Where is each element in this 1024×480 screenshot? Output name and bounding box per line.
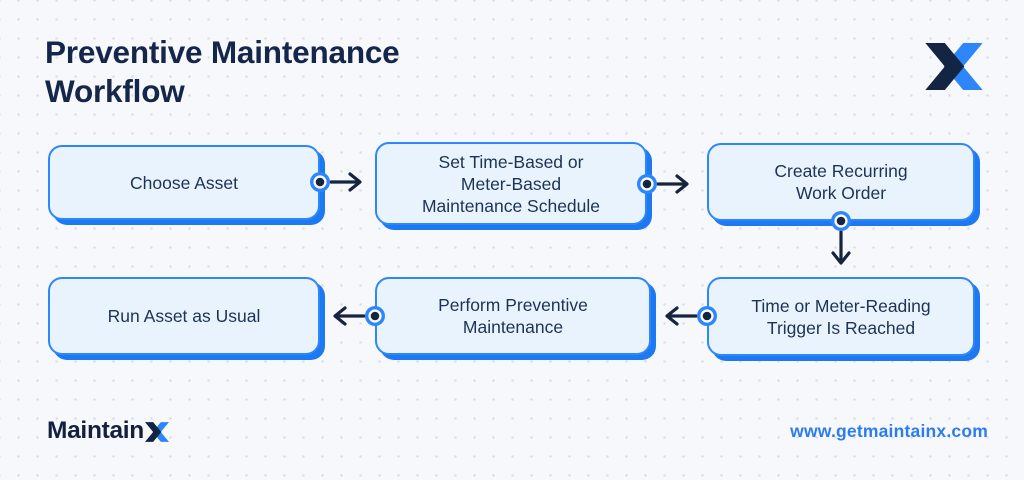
flow-node-run-asset-as-usual: Run Asset as Usual (48, 277, 320, 355)
node-label-line: Create Recurring (774, 161, 908, 181)
node-label-line: Set Time-Based or (438, 151, 584, 172)
flow-node-choose-asset: Choose Asset (48, 145, 320, 220)
flow-node-perform-maintenance: Perform Preventive Maintenance (375, 277, 651, 355)
node-label-line: Work Order (795, 183, 887, 203)
flow-node-set-schedule: Set Time-Based or Meter-Based Maintenanc… (375, 142, 647, 225)
node-label-line: Maintenance Schedule (421, 195, 601, 216)
maintainx-x-glyph-icon (144, 422, 169, 442)
node-label-line: Run Asset as Usual (107, 306, 261, 326)
flow-node-trigger-reached: Time or Meter-Reading Trigger Is Reached (707, 277, 975, 356)
maintainx-wordmark: Maintain (47, 417, 169, 445)
node-label-line: Perform Preventive (438, 295, 588, 315)
page-title: Preventive Maintenance Workflow (45, 34, 400, 109)
flow-node-create-work-order: Create Recurring Work Order (707, 143, 975, 221)
wordmark-text: Maintain (47, 417, 144, 444)
node-label-line: Maintenance (462, 317, 564, 337)
node-label-line: Time or Meter-Reading (751, 295, 931, 316)
node-label-line: Meter-Based (460, 173, 562, 194)
website-url-link[interactable]: www.getmaintainx.com (790, 421, 988, 441)
node-label-line: Choose Asset (130, 172, 238, 193)
maintainx-x-logo-icon (925, 43, 983, 90)
node-label-line: Trigger Is Reached (766, 317, 916, 338)
